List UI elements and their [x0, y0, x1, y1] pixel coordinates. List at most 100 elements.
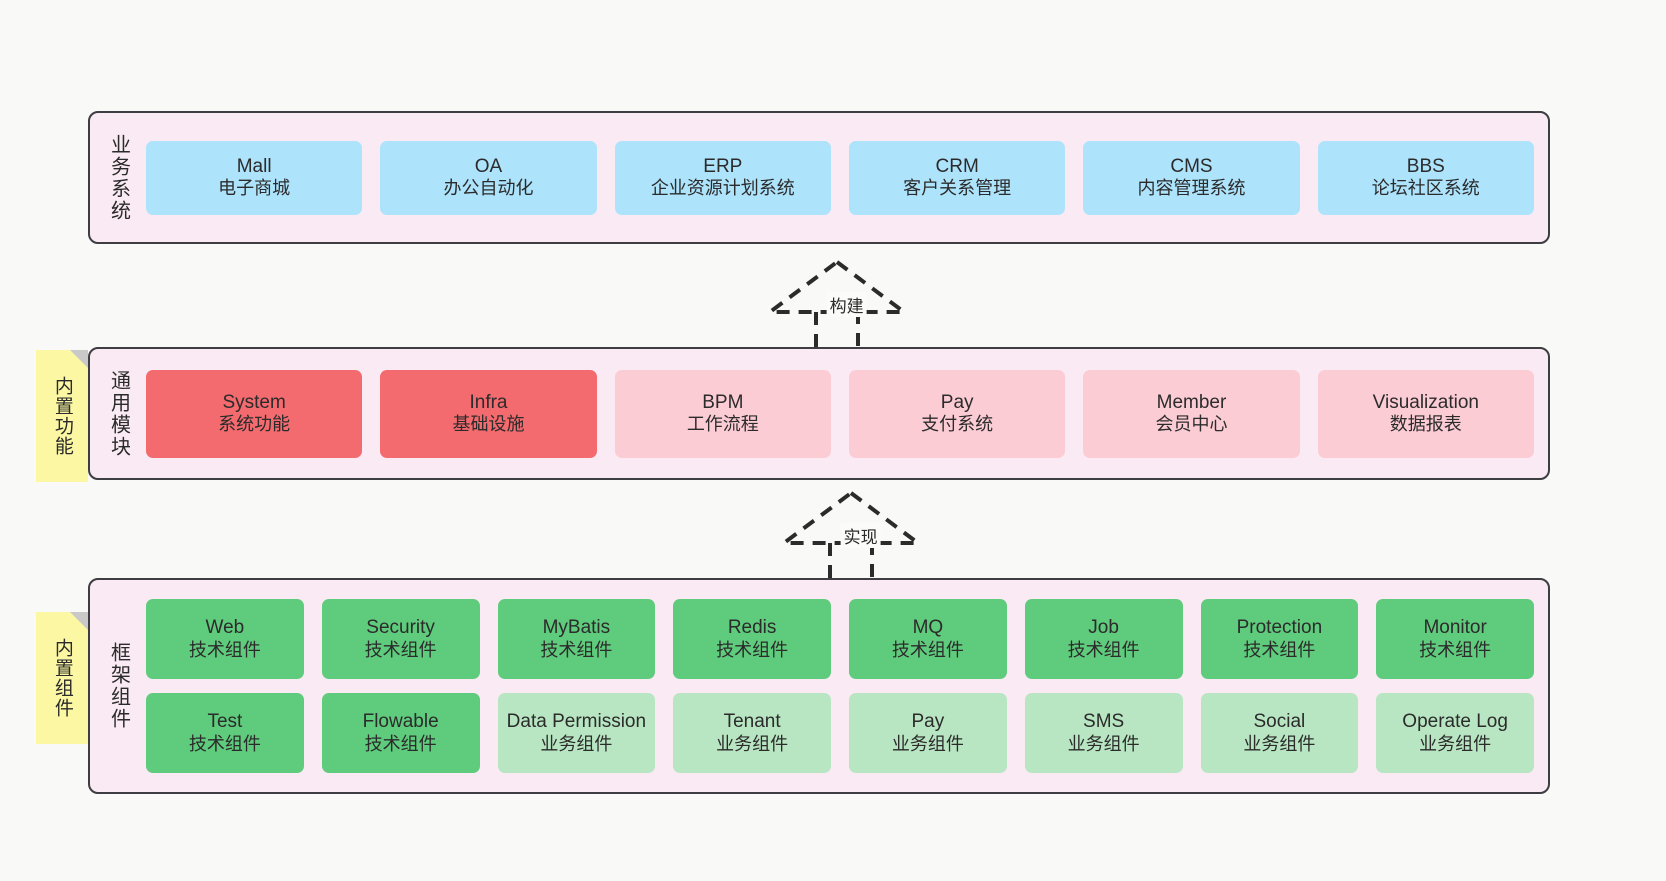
module-card-web[interactable]: Web 技术组件 [146, 599, 304, 679]
module-card-job[interactable]: Job 技术组件 [1024, 599, 1183, 679]
module-card-pay[interactable]: Pay 支付系统 [848, 369, 1066, 458]
generalization-arrow-build: 构建 [762, 258, 912, 354]
module-card-bbs[interactable]: BBS 论坛社区系统 [1317, 140, 1534, 215]
sticky-note-builtin-features: 内置功能 [36, 350, 88, 482]
module-card-title: Pay [940, 391, 974, 413]
module-card-subtitle: 工作流程 [686, 414, 759, 435]
module-card-subtitle: 技术组件 [188, 733, 261, 754]
layer-body-common-module: System 系统功能 Infra 基础设施 BPM 工作流程 Pay 支付系统… [146, 349, 1548, 478]
module-card-subtitle: 业务组件 [716, 733, 789, 754]
sticky-note-builtin-components: 内置组件 [36, 612, 88, 744]
module-card-mall[interactable]: Mall 电子商城 [146, 140, 363, 215]
module-card-subtitle: 技术组件 [891, 639, 964, 660]
module-card-subtitle: 技术组件 [540, 639, 613, 660]
module-card-title: Job [1088, 617, 1119, 639]
module-card-title: Web [205, 617, 245, 639]
module-card-subtitle: 技术组件 [1067, 639, 1140, 660]
layer-title-business-system: 业务系统 [107, 133, 130, 222]
module-card-visualization[interactable]: Visualization 数据报表 [1317, 369, 1534, 458]
module-card-title: Mall [236, 155, 272, 177]
module-card-subtitle: 系统功能 [218, 414, 291, 435]
module-card-cms[interactable]: CMS 内容管理系统 [1083, 140, 1300, 215]
sticky-note-label: 内置组件 [51, 638, 73, 718]
layer-body-framework-component: Web 技术组件 Security 技术组件 MyBatis 技术组件 Redi… [146, 580, 1548, 792]
module-card-subtitle: 业务组件 [891, 733, 964, 754]
module-card-subtitle: 论坛社区系统 [1371, 178, 1480, 199]
module-card-oa[interactable]: OA 办公自动化 [380, 140, 597, 215]
module-card-redis[interactable]: Redis 技术组件 [673, 599, 831, 679]
module-card-mq[interactable]: MQ 技术组件 [849, 599, 1007, 679]
module-card-title: Social [1253, 711, 1306, 733]
module-card-title: Member [1156, 391, 1227, 413]
module-card-subtitle: 业务组件 [540, 733, 613, 754]
module-card-subtitle: 会员中心 [1155, 414, 1228, 435]
layer-business-system: 业务系统 Mall 电子商城 OA 办公自动化 ERP 企业资源计划系统 CRM… [88, 111, 1550, 244]
module-card-title: MQ [912, 617, 944, 639]
module-card-subtitle: 基础设施 [452, 414, 525, 435]
module-card-title: Data Permission [506, 711, 647, 733]
module-card-subtitle: 技术组件 [364, 733, 437, 754]
module-card-protection[interactable]: Protection 技术组件 [1200, 599, 1359, 679]
module-card-operate-log[interactable]: Operate Log 业务组件 [1376, 693, 1534, 773]
layer-title-framework-component: 框架组件 [107, 642, 130, 730]
module-card-monitor[interactable]: Monitor 技术组件 [1376, 599, 1534, 679]
module-card-title: Tenant [723, 711, 781, 733]
module-card-system[interactable]: System 系统功能 [146, 369, 363, 458]
sticky-fold-icon [70, 612, 88, 630]
module-card-title: Test [207, 711, 243, 733]
module-card-social[interactable]: Social 业务组件 [1200, 693, 1359, 773]
layer-common-module: 通用模块 System 系统功能 Infra 基础设施 BPM 工作流程 Pay… [88, 347, 1550, 480]
module-card-sms[interactable]: SMS 业务组件 [1024, 693, 1183, 773]
module-card-title: Infra [469, 391, 508, 413]
module-card-subtitle: 支付系统 [921, 414, 994, 435]
layer-row: Mall 电子商城 OA 办公自动化 ERP 企业资源计划系统 CRM 客户关系… [146, 140, 1534, 215]
module-card-title: Protection [1236, 617, 1323, 639]
module-card-subtitle: 业务组件 [1067, 733, 1140, 754]
module-card-title: SMS [1083, 711, 1125, 733]
arrow-label-implement: 实现 [840, 523, 881, 548]
module-card-title: Operate Log [1402, 711, 1508, 733]
module-card-subtitle: 技术组件 [364, 639, 437, 660]
sticky-fold-icon [70, 350, 88, 368]
module-card-security[interactable]: Security 技术组件 [321, 599, 480, 679]
module-card-crm[interactable]: CRM 客户关系管理 [848, 140, 1066, 215]
module-card-subtitle: 客户关系管理 [903, 178, 1012, 199]
module-card-subtitle: 电子商城 [218, 178, 291, 199]
module-card-test[interactable]: Test 技术组件 [146, 693, 304, 773]
module-card-data-permission[interactable]: Data Permission 业务组件 [497, 693, 656, 773]
module-card-infra[interactable]: Infra 基础设施 [380, 369, 597, 458]
module-card-tenant[interactable]: Tenant 业务组件 [673, 693, 831, 773]
module-card-subtitle: 企业资源计划系统 [650, 178, 795, 199]
layer-row: Web 技术组件 Security 技术组件 MyBatis 技术组件 Redi… [146, 599, 1534, 679]
module-card-title: Visualization [1372, 391, 1479, 413]
module-card-erp[interactable]: ERP 企业资源计划系统 [614, 140, 831, 215]
module-card-subtitle: 业务组件 [1243, 733, 1316, 754]
module-card-subtitle: 内容管理系统 [1137, 178, 1246, 199]
module-card-title: Security [366, 617, 435, 639]
module-card-subtitle: 数据报表 [1389, 414, 1462, 435]
layer-body-business-system: Mall 电子商城 OA 办公自动化 ERP 企业资源计划系统 CRM 客户关系… [146, 113, 1548, 242]
sticky-note-label: 内置功能 [51, 376, 73, 456]
module-card-member[interactable]: Member 会员中心 [1083, 369, 1300, 458]
module-card-bpm[interactable]: BPM 工作流程 [614, 369, 831, 458]
layer-row: System 系统功能 Infra 基础设施 BPM 工作流程 Pay 支付系统… [146, 369, 1534, 458]
module-card-subtitle: 办公自动化 [443, 178, 534, 199]
module-card-flowable[interactable]: Flowable 技术组件 [321, 693, 480, 773]
module-card-mybatis[interactable]: MyBatis 技术组件 [497, 599, 656, 679]
arrow-label-build: 构建 [826, 292, 867, 317]
module-card-title: Redis [727, 617, 777, 639]
layer-row: Test 技术组件 Flowable 技术组件 Data Permission … [146, 693, 1534, 773]
module-card-title: Pay [911, 711, 945, 733]
module-card-subtitle: 业务组件 [1419, 733, 1492, 754]
module-card-title: Monitor [1423, 617, 1487, 639]
layer-title-common-module: 通用模块 [107, 369, 130, 458]
module-card-title: Flowable [362, 711, 439, 733]
module-card-subtitle: 技术组件 [716, 639, 789, 660]
module-card-pay-component[interactable]: Pay 业务组件 [849, 693, 1007, 773]
module-card-title: BPM [702, 391, 744, 413]
layer-framework-component: 框架组件 Web 技术组件 Security 技术组件 MyBatis 技术组件… [88, 578, 1550, 794]
module-card-title: System [222, 391, 286, 413]
module-card-subtitle: 技术组件 [1243, 639, 1316, 660]
module-card-title: OA [474, 155, 503, 177]
